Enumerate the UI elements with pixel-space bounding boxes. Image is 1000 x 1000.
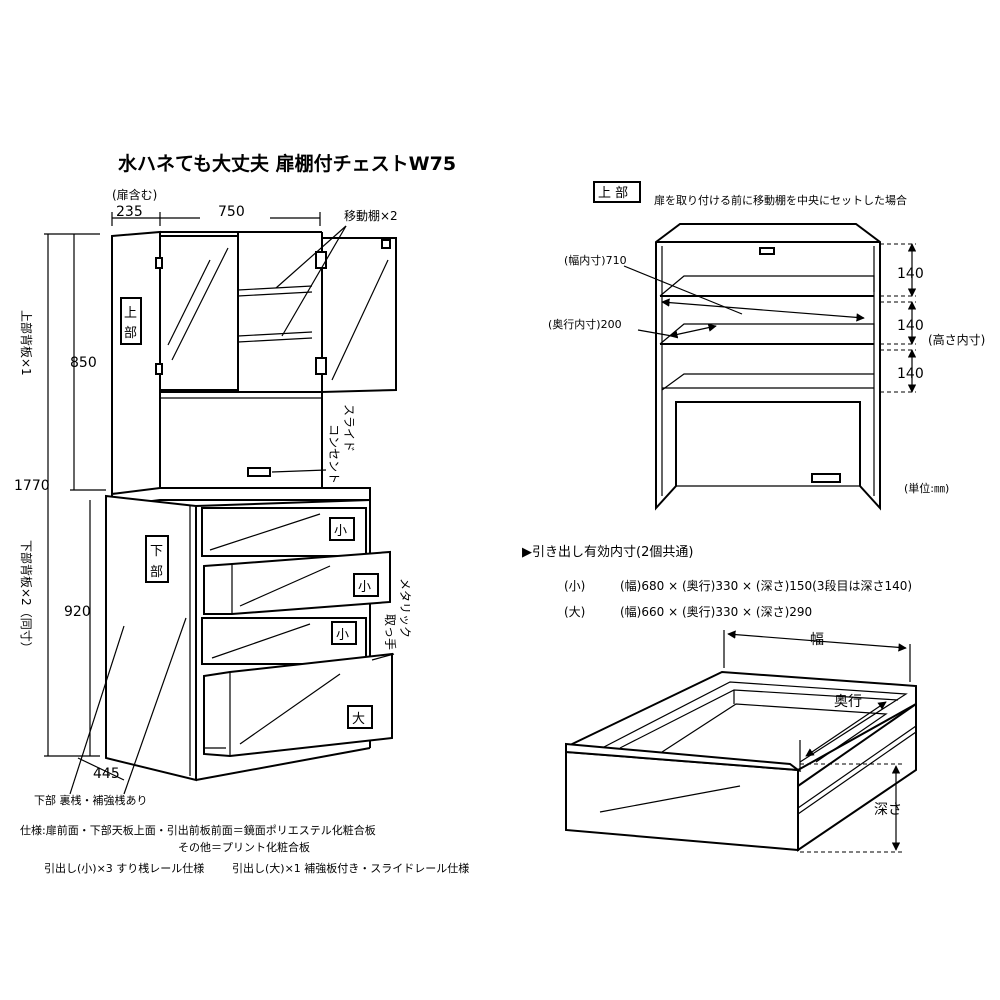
cabinet-drawing: (扉含む) 235 750 [14, 187, 412, 807]
slide-outlet-label-1: スライド [342, 404, 356, 452]
lower-back-note: 下部 裏桟・補強桟あり [34, 793, 148, 807]
dim-total-height: 1770 [14, 478, 50, 494]
drawer-heading: ▶引き出し有効内寸(2個共通) [522, 544, 693, 560]
dim-depth-bottom: 445 [93, 766, 120, 782]
width-label: 幅 [810, 632, 824, 648]
upper-caption: 扉を取り付ける前に移動棚を中央にセットした場合 [654, 193, 907, 207]
spec-line-1: 仕様:扉前面・下部天板上面・引出前板前面＝鏡面ポリエステル化粧合板 [20, 823, 376, 837]
large-dims: (幅)660 × (奥行)330 × (深さ)290 [620, 604, 812, 619]
metallic-handle-label-2: 取っ手 [383, 614, 397, 650]
door-note: (扉含む) [112, 187, 157, 202]
drawer-4-label: 大 [352, 712, 365, 727]
height-label: 深さ [874, 802, 902, 818]
height-2: 140 [897, 318, 924, 334]
drawer-box-diagram: 幅 奥行 深さ [565, 630, 917, 853]
dim-depth-top: 235 [116, 204, 143, 220]
page-title: 水ハネても大丈夫 扉棚付チェストW75 [118, 152, 456, 175]
inner-width-label: (幅内寸)710 [564, 253, 627, 267]
depth-label: 奥行 [834, 693, 862, 710]
height-1: 140 [897, 266, 924, 282]
spec-line-3a: 引出し(小)×3 すり桟レール仕様 [44, 861, 204, 875]
inner-depth-label: (奥行内寸)200 [548, 317, 622, 331]
height-3: 140 [897, 366, 924, 382]
upper-back-panel-label: 上部背板×1 [19, 310, 34, 376]
lower-back-panel-label: 下部背板×2（同寸） [19, 540, 34, 654]
drawer-2-label: 小 [358, 580, 371, 595]
small-dims: (幅)680 × (奥行)330 × (深さ)150(3段目は深さ140) [620, 578, 912, 593]
dim-lower-height: 920 [64, 604, 91, 620]
inner-height-label: (高さ内寸) [928, 332, 985, 347]
spec-line-2: その他＝プリント化粧合板 [178, 840, 310, 854]
upper-unit-diagram: 上 部 扉を取り付ける前に移動棚を中央にセットした場合 (幅内寸)710 (奥行… [548, 181, 985, 511]
unit-label: (単位:㎜) [904, 481, 949, 495]
movable-shelf-label: 移動棚×2 [344, 208, 398, 223]
small-label: (小) [564, 579, 585, 593]
dim-upper-height: 850 [70, 355, 97, 371]
upper-label-1: 上 [124, 306, 137, 321]
lower-label-1: 下 [150, 544, 163, 559]
upper-label-2: 部 [124, 326, 137, 341]
large-label: (大) [564, 605, 585, 619]
slide-outlet-label-2: コンセント [327, 424, 341, 484]
drawer-3-label: 小 [336, 628, 349, 643]
lower-label-2: 部 [150, 565, 163, 580]
dim-width: 750 [218, 204, 245, 220]
metallic-handle-label-1: メタリック [398, 578, 412, 638]
drawer-1-label: 小 [334, 524, 347, 539]
spec-line-3b: 引出し(大)×1 補強板付き・スライドレール仕様 [232, 861, 469, 875]
upper-section-label: 上 部 [598, 186, 628, 201]
